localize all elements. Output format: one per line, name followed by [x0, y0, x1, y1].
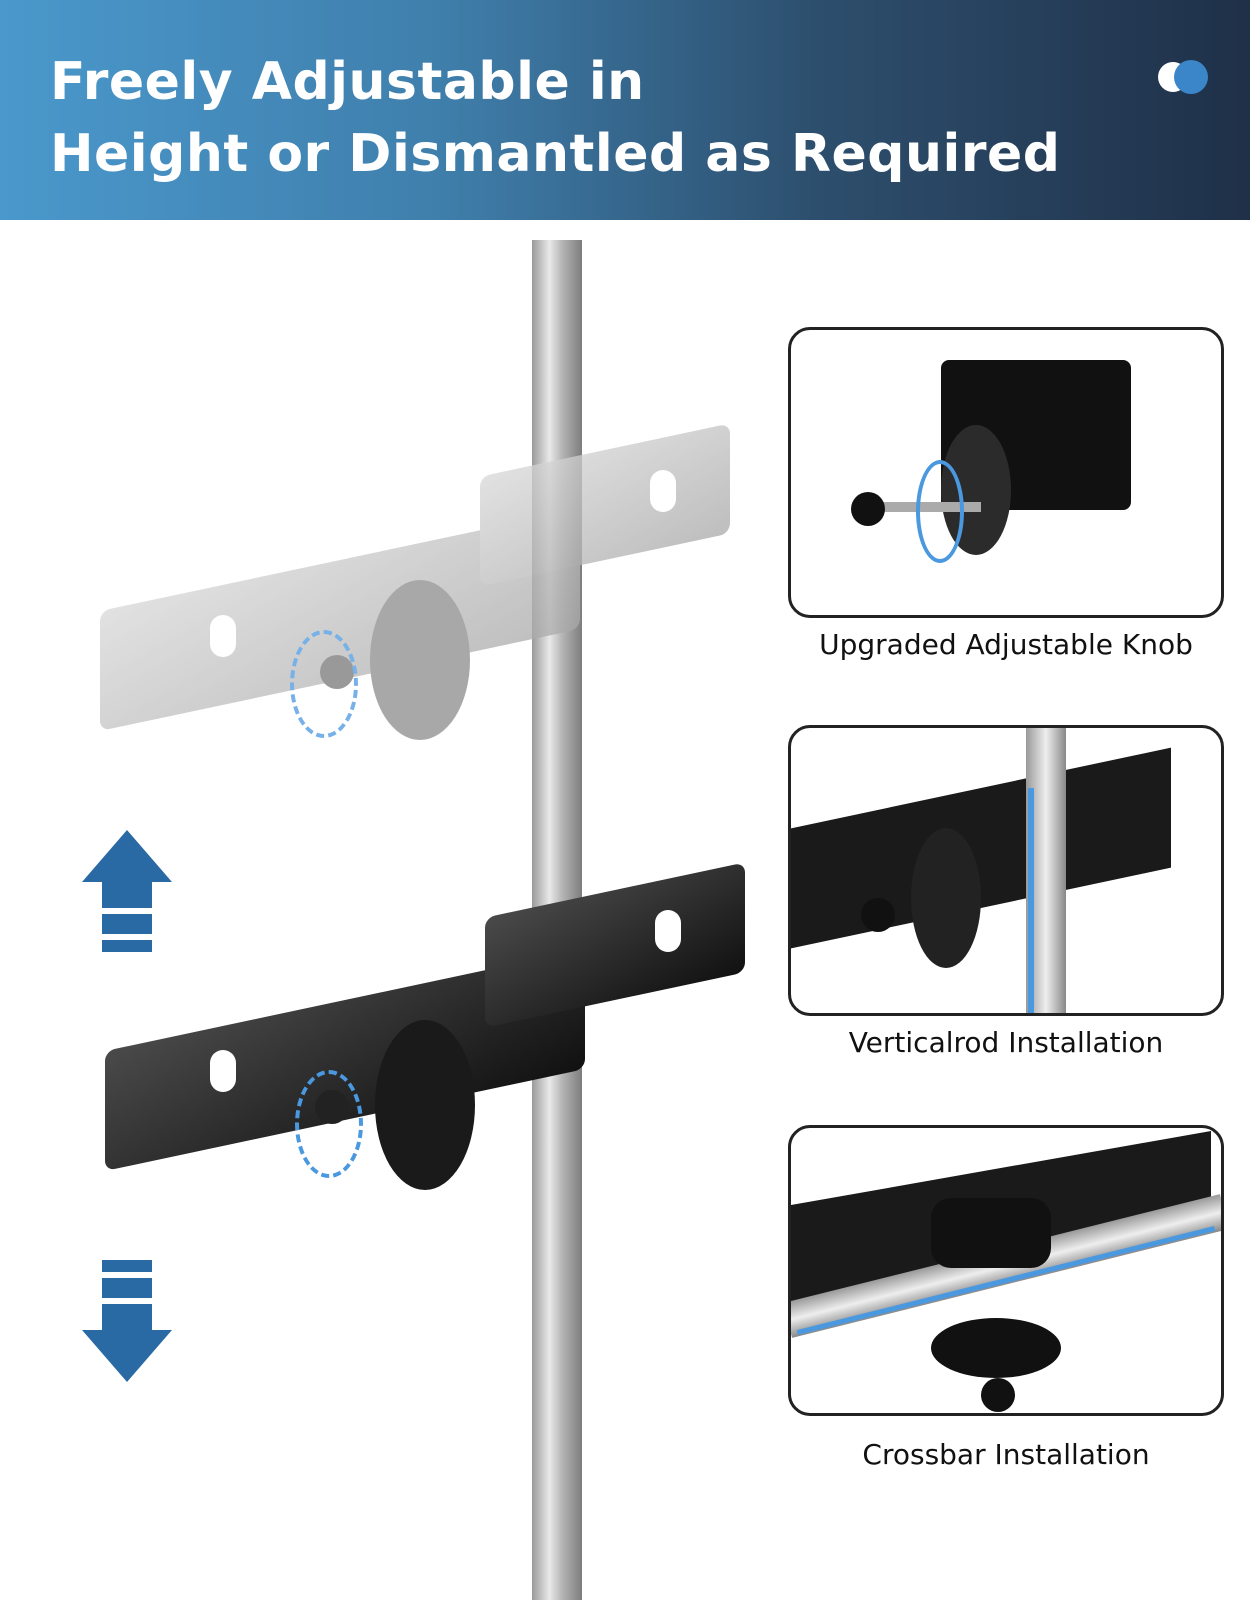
arrow-down-icon	[82, 1260, 172, 1382]
arrow-up-icon	[82, 830, 172, 952]
rotate-arrow-icon	[290, 630, 358, 738]
panel-crossbar-installation	[788, 1125, 1224, 1416]
rotate-arrow-icon	[295, 1070, 363, 1178]
keyhole	[655, 910, 681, 952]
page-title: Freely Adjustable in Height or Dismantle…	[50, 46, 1060, 190]
panel-verticalrod-installation	[788, 725, 1224, 1016]
caption-adjustable-knob: Upgraded Adjustable Knob	[819, 628, 1193, 661]
header-banner: Freely Adjustable in Height or Dismantle…	[0, 0, 1250, 220]
bracket-bottom	[25, 860, 745, 1200]
knob-icon	[861, 898, 895, 932]
keyhole	[210, 615, 236, 657]
keyhole	[650, 470, 676, 512]
caption-verticalrod-installation: Verticalrod Installation	[848, 1026, 1164, 1059]
panel-adjustable-knob	[788, 327, 1224, 618]
knob-icon	[981, 1378, 1015, 1412]
toggle-icon	[1158, 60, 1212, 94]
title-line-1: Freely Adjustable in	[50, 52, 645, 112]
title-line-2: Height or Dismantled as Required	[50, 124, 1061, 184]
caption-crossbar-installation: Crossbar Installation	[862, 1438, 1150, 1471]
knob-icon	[851, 492, 885, 526]
bracket-ghost-top	[20, 423, 740, 760]
rotate-arrow-icon	[916, 460, 964, 563]
keyhole	[210, 1050, 236, 1092]
